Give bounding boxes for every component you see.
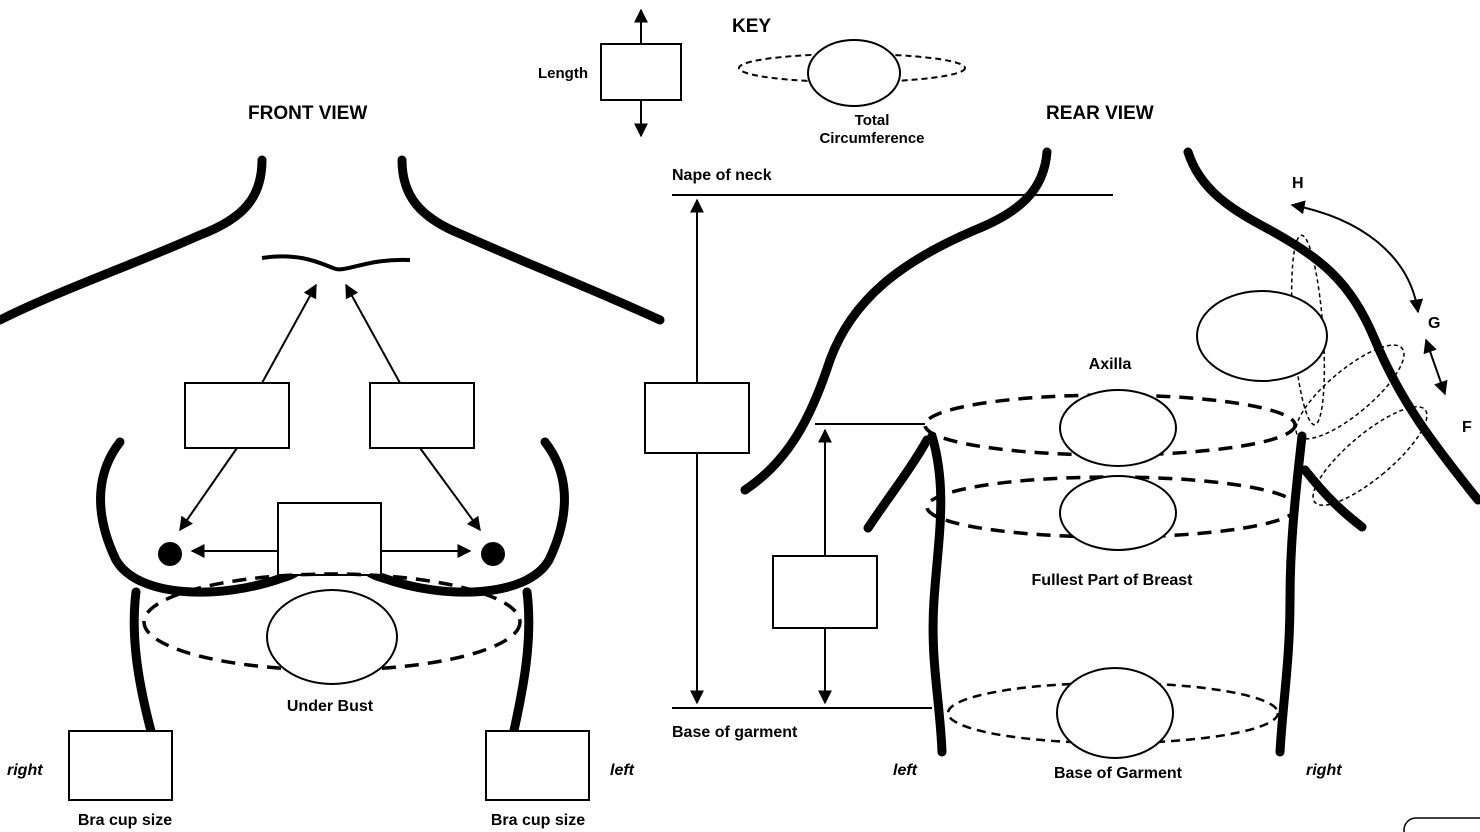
key-circumference-oval [807, 39, 901, 107]
rear-arm-label-g: G [1428, 315, 1440, 332]
front-arrow-to-notch-right [345, 283, 401, 384]
rear-right-label: right [1306, 762, 1342, 779]
rear-right-torso-side [1275, 431, 1307, 757]
back-length-box [644, 382, 750, 454]
front-left-shoulder-to-nipple-box [369, 382, 475, 449]
front-left-torso-side [129, 587, 157, 740]
rear-upper-arm-oval [1196, 290, 1328, 382]
rear-fullest-breast-label: Fullest Part of Breast [1032, 572, 1194, 589]
underarm-length-box [772, 555, 878, 629]
front-right-bra-cup-label: Bra cup size [78, 812, 172, 829]
front-left-label: left [610, 762, 635, 779]
front-under-bust-oval [266, 589, 398, 685]
front-left-bra-cup-label: Bra cup size [491, 812, 585, 829]
rear-base-label: Base of Garment [1054, 765, 1183, 782]
key-title: KEY [732, 16, 771, 37]
front-left-nipple-dot [481, 542, 505, 566]
front-left-breast-outline [96, 437, 307, 597]
front-collarbone-notch [261, 254, 411, 272]
rear-left-torso-side [927, 431, 947, 757]
front-view: FRONT VIEW Under Bust right lef [0, 103, 665, 829]
front-arrow-to-notch-left [261, 283, 317, 384]
front-arrow-to-right-nipple [179, 447, 238, 532]
corner-control-button[interactable] [1403, 817, 1480, 832]
key-length-box [600, 43, 682, 101]
key-circumference-label-1: Total [855, 112, 890, 129]
rear-view-title: REAR VIEW [1046, 103, 1154, 124]
rear-view: REAR VIEW Axilla Fullest Part of Breast … [740, 103, 1480, 782]
rear-arm-label-h: H [1292, 175, 1304, 192]
rear-arm-dashed-ellipse-2 [1312, 405, 1428, 507]
nape-of-neck-label: Nape of neck [672, 167, 772, 184]
front-under-bust-dashed-ellipse [142, 572, 522, 672]
front-under-bust-label: Under Bust [287, 698, 374, 715]
rear-arm-label-f: F [1462, 419, 1472, 436]
rear-arm-arrow-g [1423, 338, 1448, 396]
rear-arm-arrow-h [1290, 200, 1424, 314]
rear-left-arm-outline [863, 435, 932, 533]
length-measurements: Nape of neck Base of garment [644, 167, 1113, 741]
base-of-garment-line-label: Base of garment [672, 724, 798, 741]
rear-arm-dashed-ellipse-1 [1295, 344, 1405, 440]
rear-axilla-oval [1059, 389, 1177, 467]
front-right-nipple-dot [158, 542, 182, 566]
front-view-title: FRONT VIEW [248, 103, 367, 124]
rear-left-label: left [893, 762, 918, 779]
front-right-label: right [7, 762, 43, 779]
front-right-torso-side [508, 587, 534, 740]
rear-left-shoulder-outline [740, 147, 1052, 495]
front-left-bra-cup-box [485, 730, 590, 801]
front-left-shoulder-outline [0, 155, 267, 325]
front-right-shoulder-to-nipple-box [184, 382, 290, 449]
key-length-label: Length [538, 65, 588, 82]
key-legend: KEY Length Total Circumference [538, 8, 966, 147]
front-right-bra-cup-box [68, 730, 173, 801]
rear-right-arm-outline [1300, 465, 1367, 532]
rear-fullest-breast-oval [1059, 475, 1177, 551]
front-nipple-distance-box [277, 502, 382, 576]
front-right-shoulder-outline [397, 155, 665, 325]
front-arrow-to-left-nipple [419, 447, 481, 532]
rear-base-oval [1056, 667, 1174, 759]
front-right-breast-outline [358, 437, 569, 597]
rear-axilla-label: Axilla [1089, 356, 1132, 373]
key-circumference-label-2: Circumference [819, 130, 924, 147]
